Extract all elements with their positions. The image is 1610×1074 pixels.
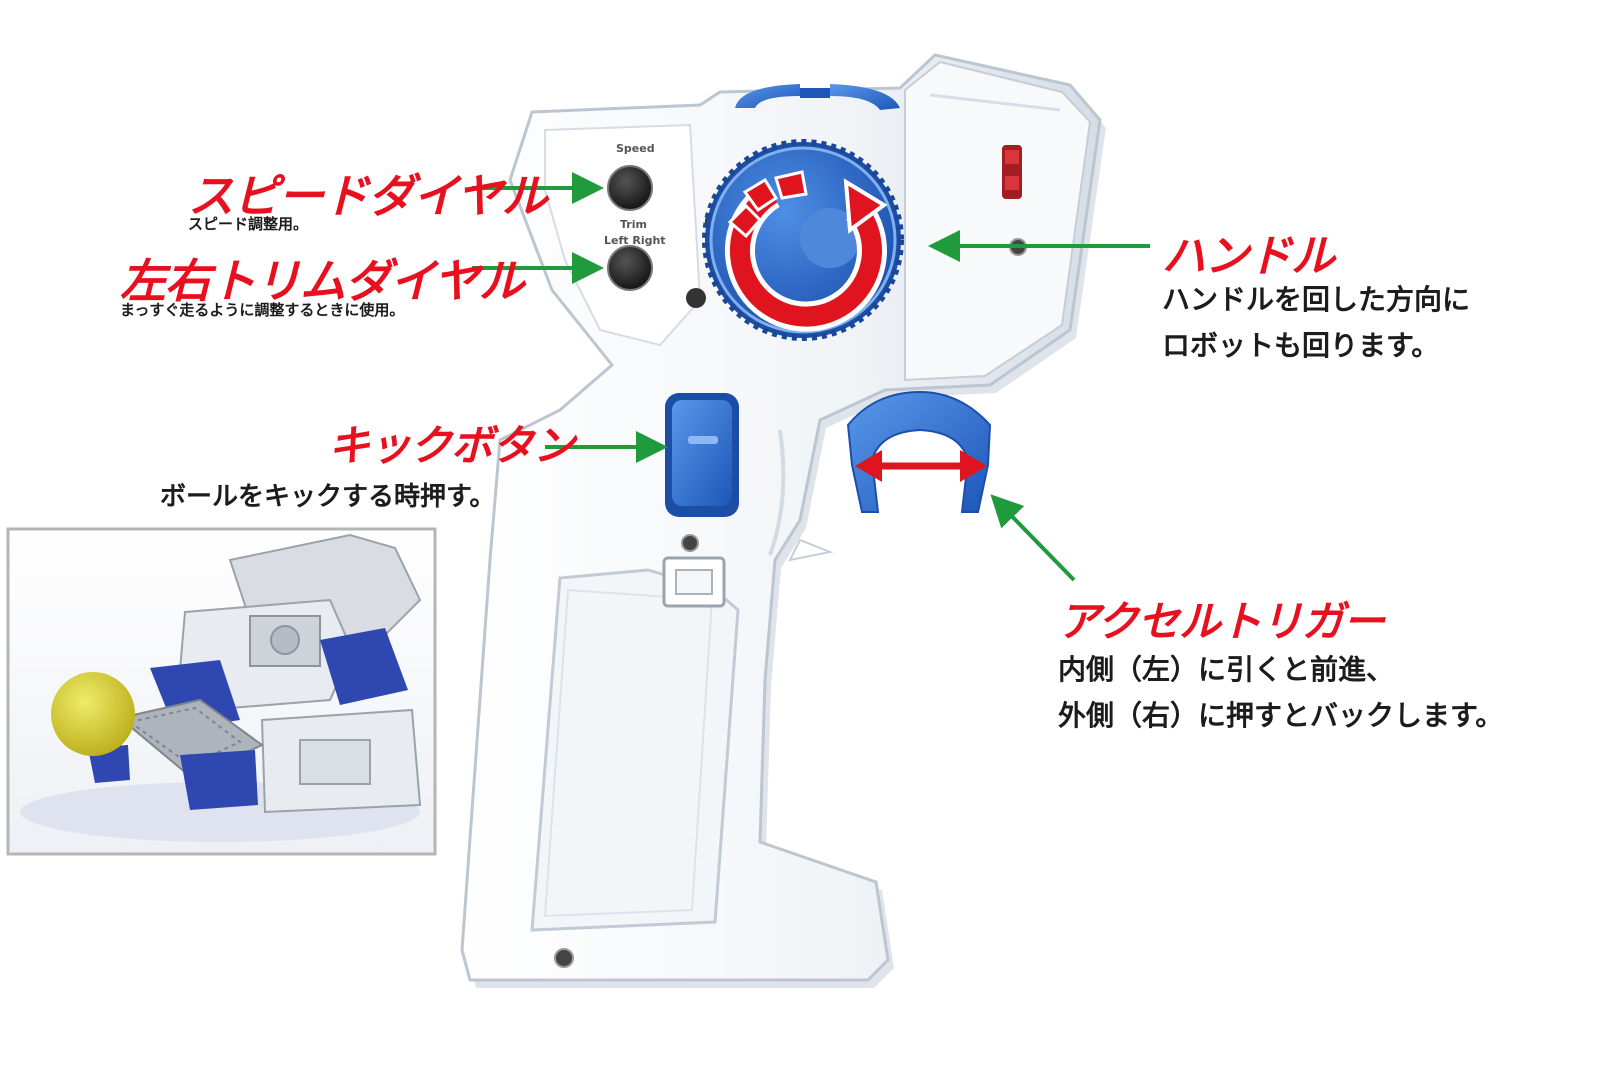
accel-trigger[interactable] [846,390,992,513]
svg-text:Trim: Trim [620,218,647,231]
speed-dial-title: スピードダイヤル [188,169,548,223]
trim-dial-title: 左右トリムダイヤル [120,254,525,308]
trim-dial-description: まっすぐ走るように調整するときに使用。 [120,301,405,319]
handle-description-line1: ハンドルを回した方向に [1162,283,1471,316]
trim-dial[interactable]: Trim Left Right [604,218,666,291]
kick-button-title: キックボタン [328,421,575,470]
arrow-accel [990,494,1076,582]
double-arrow-icon [855,450,987,482]
speed-dial-description: スピード調整用。 [188,215,309,233]
accel-trigger-description-line2: 外側（右）に押すとバックします。 [1058,699,1504,732]
accel-trigger-title: アクセルトリガー [1058,597,1385,646]
handle-description-line2: ロボットも回ります。 [1162,329,1440,362]
svg-text:Speed: Speed [616,142,655,155]
accel-trigger-description-line1: 内側（左）に引くと前進、 [1058,653,1395,686]
leader-arrows [472,172,1150,582]
steering-handle[interactable] [702,139,904,341]
handle-title: ハンドル [1162,231,1335,282]
speed-dial[interactable]: Speed [607,142,655,211]
svg-text:Left Right: Left Right [604,234,666,247]
rotate-arrow-icon [724,170,888,332]
kick-button[interactable] [665,393,739,517]
kick-button-description: ボールをキックする時押す。 [160,482,496,512]
robot-kick-photo [6,527,437,856]
